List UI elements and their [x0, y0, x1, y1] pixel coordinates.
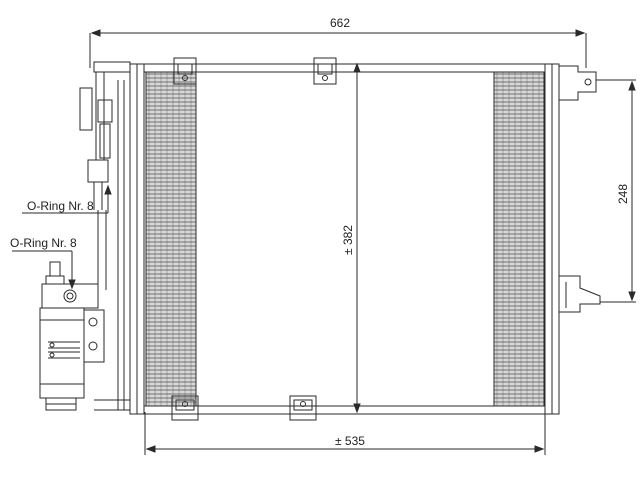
- fin-block-right: [493, 71, 545, 407]
- oring-leader-lower: [12, 250, 76, 290]
- oring-callout-upper: O-Ring Nr. 8: [27, 199, 94, 213]
- mount-spacing-label: 248: [616, 184, 630, 204]
- core-height-label: ± 382: [341, 225, 355, 255]
- mount-spacing-dimension: [596, 79, 636, 303]
- top-bracket-left: [173, 57, 197, 85]
- oring-leader-upper: [22, 184, 112, 214]
- bottom-bracket-right: [289, 395, 317, 421]
- bottom-bracket-left: [171, 395, 199, 421]
- left-pipe: [79, 61, 131, 411]
- right-mount-bottom: [559, 275, 601, 313]
- right-mount-top: [559, 65, 597, 101]
- oring-callout-lower: O-Ring Nr. 8: [10, 236, 77, 250]
- core-width-label: ± 535: [335, 434, 365, 448]
- fin-block-left: [145, 71, 197, 407]
- overall-width-dimension: [89, 29, 587, 68]
- top-bracket-right: [313, 57, 337, 85]
- overall-width-label: 662: [330, 16, 350, 30]
- core-width-dimension: [144, 412, 546, 455]
